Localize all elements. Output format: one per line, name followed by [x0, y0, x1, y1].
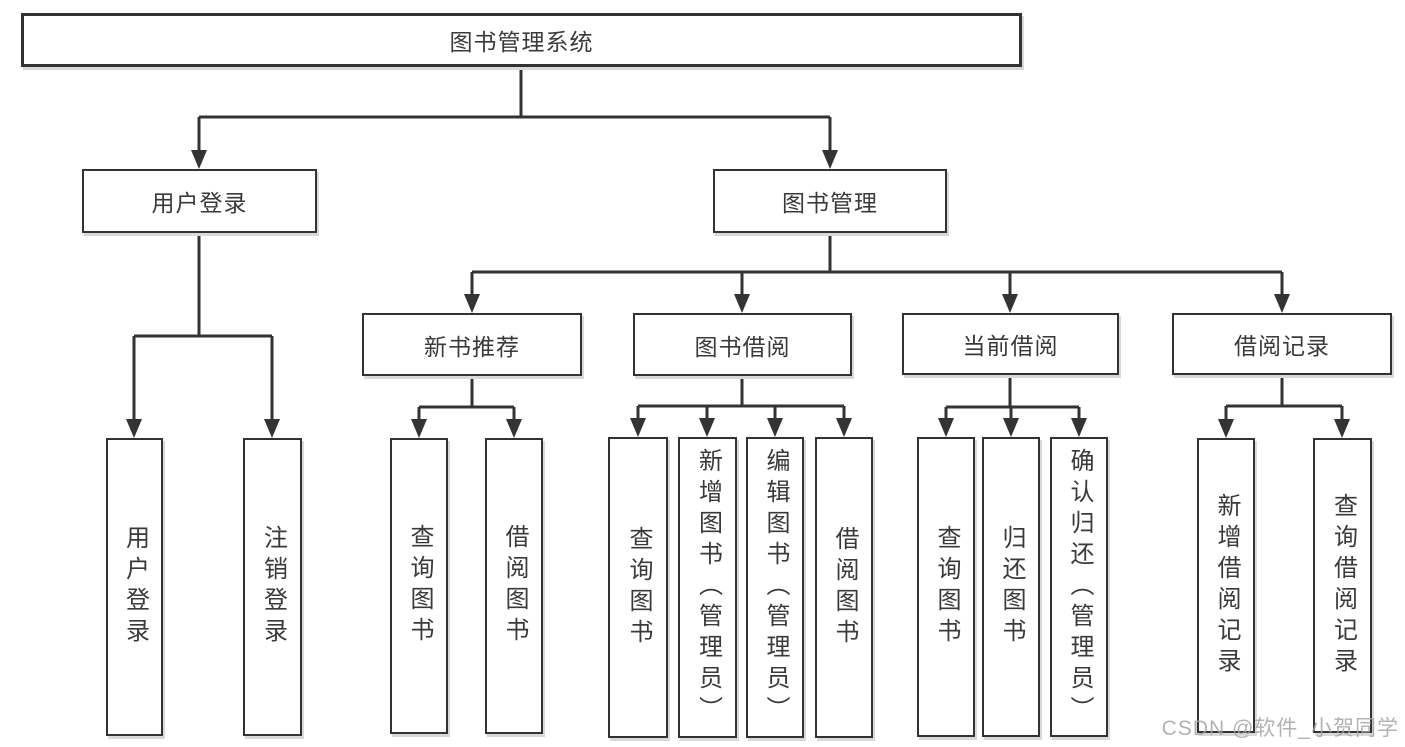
node-label: 新增借阅记录 [1213, 492, 1240, 679]
node-label: 用户登录 [121, 525, 149, 649]
arrowhead-icon [1003, 418, 1019, 437]
node-root-library-system: 图书管理系统 [21, 13, 1022, 67]
arrowhead-icon [1218, 419, 1234, 438]
node-new-book-recommend: 新书推荐 [362, 313, 582, 376]
node-label: 当前借阅 [962, 333, 1059, 359]
connector-edges [132, 67, 1344, 423]
leaf-query-books-borrow: 查询图书 [608, 437, 668, 738]
arrowhead-icon [836, 418, 852, 437]
leaf-return-book: 归还图书 [982, 437, 1040, 737]
arrowhead-icon [938, 418, 954, 437]
arrowhead-icon [411, 419, 427, 438]
arrowhead-icon [1002, 294, 1018, 313]
arrowhead-icon [822, 150, 838, 169]
leaf-edit-book-admin: 编辑图书（管理员） [746, 437, 804, 738]
arrowhead-icon [264, 419, 280, 438]
node-borrow-records: 借阅记录 [1172, 313, 1392, 375]
node-label: 借阅图书 [831, 525, 858, 650]
leaf-add-book-admin: 新增图书（管理员） [678, 437, 737, 738]
node-label: 查询图书 [625, 525, 652, 650]
watermark: CSDN @软件_小贺同学 [1161, 717, 1399, 740]
leaf-query-books-recommend: 查询图书 [390, 438, 448, 734]
node-label: 确认归还（管理员） [1066, 447, 1093, 727]
leaf-borrow-books-recommend: 借阅图书 [485, 438, 543, 734]
arrowhead-icon [767, 418, 783, 437]
arrowhead-icon [734, 294, 750, 313]
arrowhead-icon [1274, 294, 1290, 313]
leaf-query-borrow-record: 查询借阅记录 [1313, 438, 1372, 733]
leaf-query-books-current: 查询图书 [917, 437, 975, 737]
arrowhead-icon [506, 419, 522, 438]
node-user-login: 用户登录 [82, 169, 317, 233]
node-label: 归还图书 [998, 525, 1025, 649]
node-label: 查询图书 [406, 524, 433, 648]
node-label: 图书管理系统 [449, 29, 594, 55]
node-label: 查询图书 [933, 525, 960, 649]
leaf-add-borrow-record: 新增借阅记录 [1197, 438, 1255, 733]
leaf-logout: 注销登录 [243, 438, 302, 736]
node-label: 查询借阅记录 [1329, 492, 1357, 679]
node-label: 图书借阅 [694, 333, 791, 360]
arrowhead-icon [1071, 418, 1087, 437]
node-label: 编辑图书（管理员） [762, 448, 789, 727]
arrowhead-icon [191, 150, 207, 169]
arrowhead-icon [630, 418, 646, 437]
leaf-confirm-return-admin: 确认归还（管理员） [1050, 437, 1108, 737]
node-current-borrow: 当前借阅 [902, 313, 1119, 375]
arrowhead-icon [699, 418, 715, 437]
arrowhead-icon [126, 419, 142, 438]
arrowheads [126, 150, 1350, 438]
node-label: 新书推荐 [424, 333, 520, 360]
arrowhead-icon [464, 294, 480, 313]
node-label: 注销登录 [259, 525, 287, 649]
leaf-user-login: 用户登录 [106, 438, 163, 736]
node-book-borrow: 图书借阅 [633, 313, 852, 376]
node-label: 新增图书（管理员） [694, 448, 722, 727]
node-label: 用户登录 [151, 190, 248, 216]
node-label: 借阅记录 [1234, 333, 1330, 359]
arrowhead-icon [1334, 419, 1350, 438]
node-book-management: 图书管理 [713, 169, 947, 233]
leaf-borrow-books-borrow: 借阅图书 [815, 437, 873, 738]
node-label: 借阅图书 [501, 524, 528, 648]
node-label: 图书管理 [782, 190, 878, 216]
